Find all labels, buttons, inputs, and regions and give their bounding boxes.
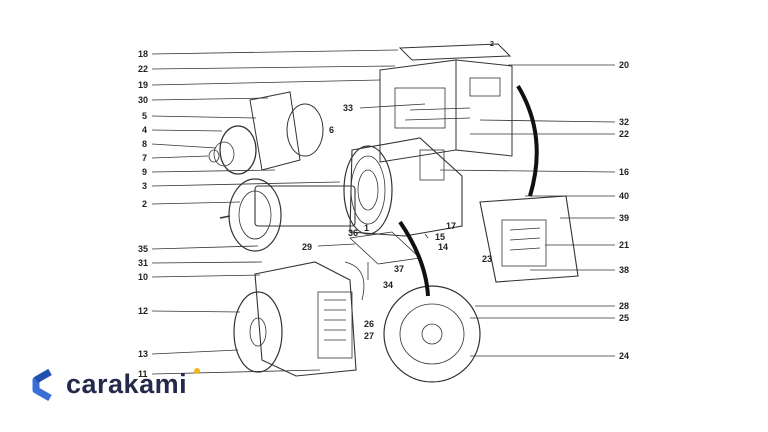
part-number-31: 31 xyxy=(138,258,149,268)
part-number-17: 17 xyxy=(446,221,457,231)
part-number-22-right: 22 xyxy=(619,129,630,139)
part-number-7: 7 xyxy=(142,153,148,163)
part-number-24: 24 xyxy=(619,351,630,361)
part-number-28: 28 xyxy=(619,301,630,311)
part-number-26: 26 xyxy=(364,319,375,329)
part-number-25: 25 xyxy=(619,313,630,323)
part-number-2: 2 xyxy=(142,199,148,209)
logo-accent-dot xyxy=(194,368,200,374)
part-number-36: 36 xyxy=(348,228,359,238)
part-number-10: 10 xyxy=(138,272,149,282)
part-number-6: 6 xyxy=(329,125,335,135)
part-number-12: 12 xyxy=(138,306,149,316)
part-number-2-lid: 2 xyxy=(490,41,494,48)
part-number-21: 21 xyxy=(619,240,630,250)
part-number-35: 35 xyxy=(138,244,149,254)
part-number-15: 15 xyxy=(435,232,446,242)
part-number-8: 8 xyxy=(142,139,148,149)
part-number-1: 1 xyxy=(364,223,370,233)
carakami-logo-icon xyxy=(32,368,52,402)
part-number-22: 22 xyxy=(138,64,149,74)
part-number-32: 32 xyxy=(619,117,630,127)
part-number-20: 20 xyxy=(619,60,630,70)
part-number-13: 13 xyxy=(138,349,149,359)
part-number-33: 33 xyxy=(343,103,354,113)
part-number-39: 39 xyxy=(619,213,630,223)
part-number-5: 5 xyxy=(142,111,148,121)
part-number-16: 16 xyxy=(619,167,630,177)
part-number-37: 37 xyxy=(394,264,405,274)
part-number-3: 3 xyxy=(142,181,148,191)
part-number-27: 27 xyxy=(364,331,375,341)
carakami-logo-text: carakami xyxy=(66,369,188,399)
part-number-40: 40 xyxy=(619,191,630,201)
part-number-9: 9 xyxy=(142,167,148,177)
part-number-18: 18 xyxy=(138,49,149,59)
part-number-38: 38 xyxy=(619,265,630,275)
part-number-14: 14 xyxy=(438,242,449,252)
part-number-11: 11 xyxy=(138,369,148,379)
part-number-30: 30 xyxy=(138,95,149,105)
part-number-34: 34 xyxy=(383,280,394,290)
carakami-logo: carakami xyxy=(26,366,216,408)
part-number-23: 23 xyxy=(482,254,493,264)
part-number-4: 4 xyxy=(142,125,148,135)
part-number-19: 19 xyxy=(138,80,149,90)
part-number-29: 29 xyxy=(302,242,313,252)
